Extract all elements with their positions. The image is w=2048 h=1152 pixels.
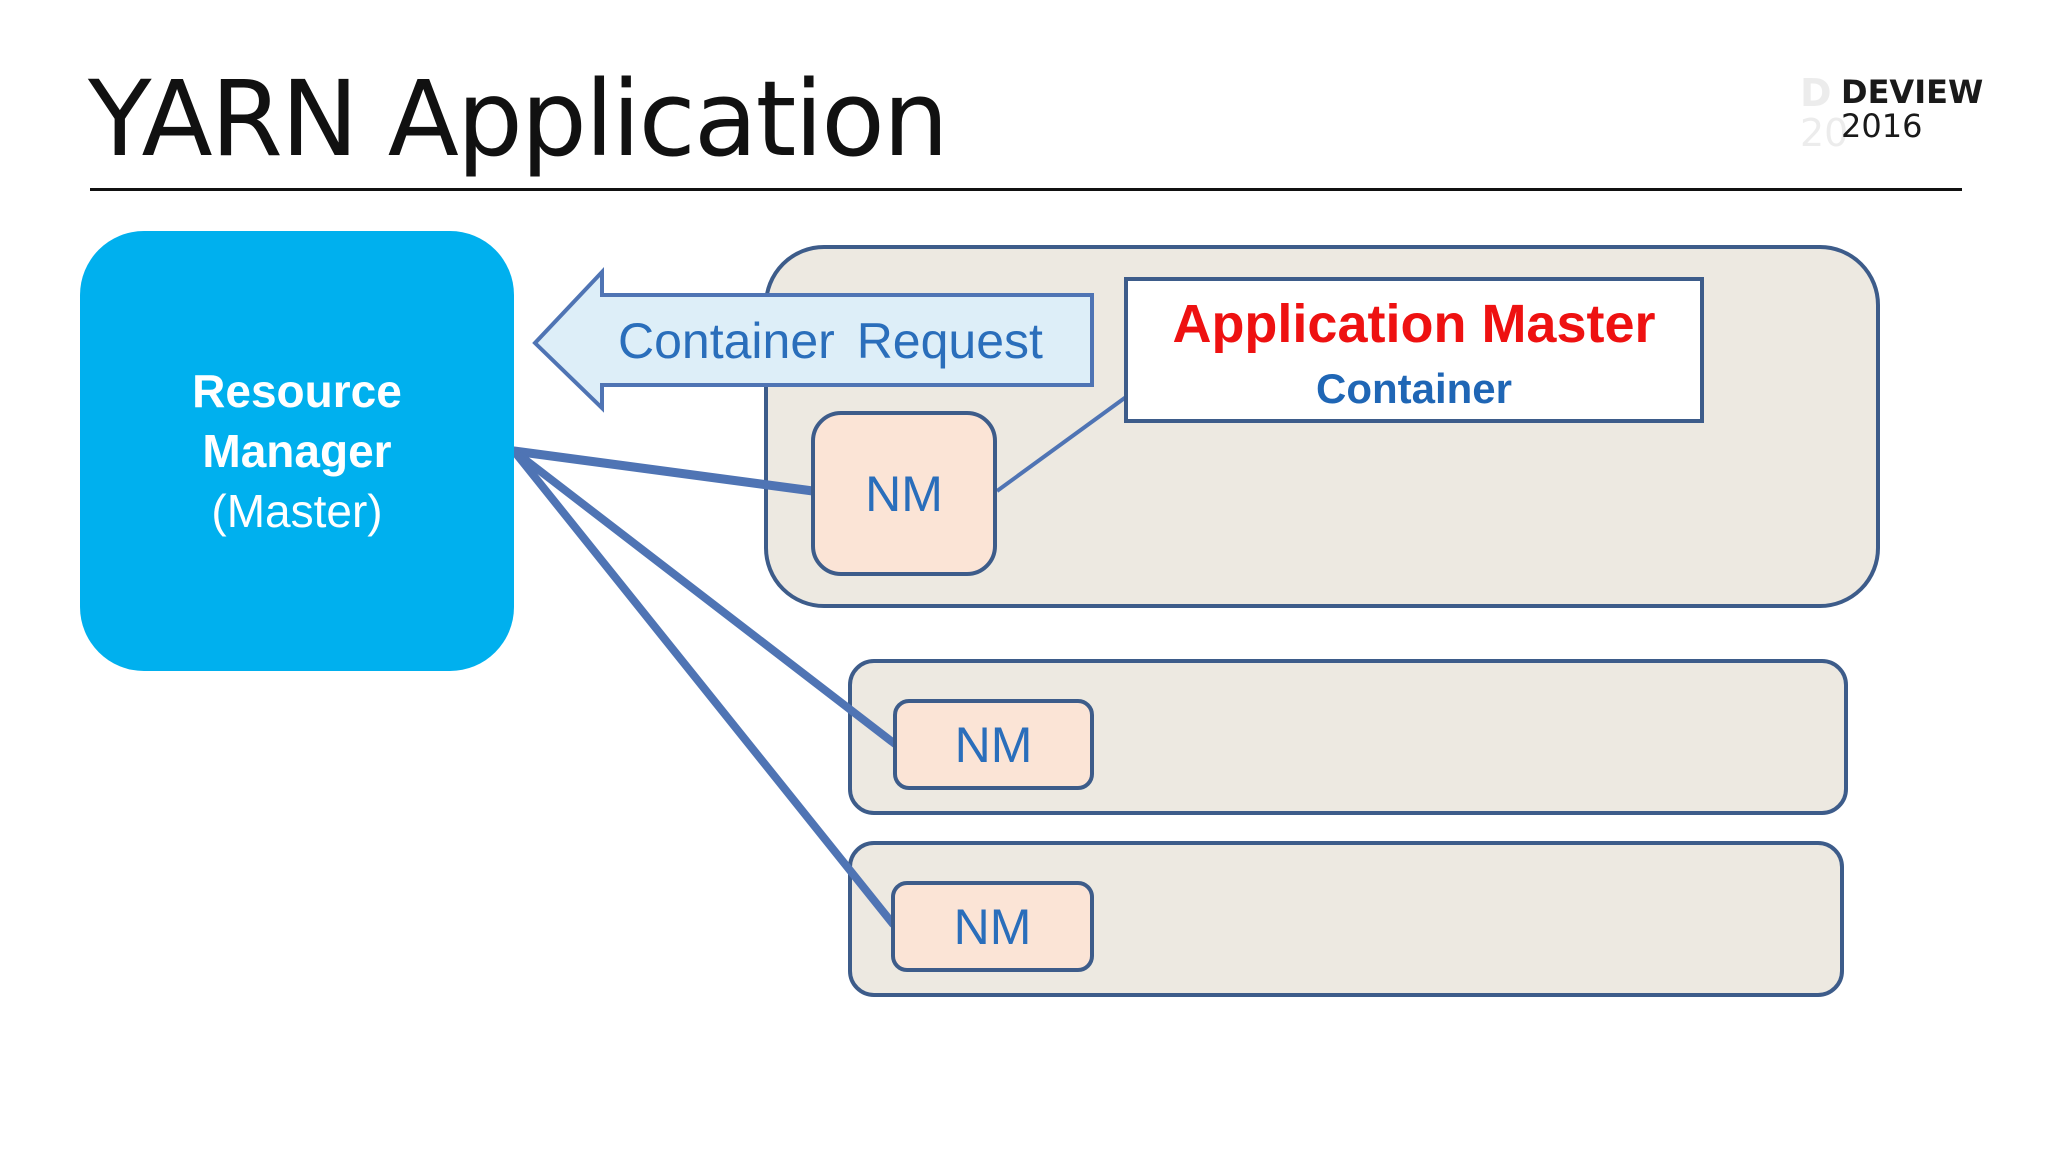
rm-label-line3: (Master) [211, 485, 383, 537]
node-manager-2: NM [893, 699, 1094, 790]
connector-nm1-am [995, 395, 1128, 493]
connector-rm-nm3 [510, 447, 897, 928]
node-manager-1: NM [811, 411, 997, 576]
deview-logo: D 20 DEVIEW 2016 [1800, 71, 1983, 162]
slide-title: YARN Application [88, 58, 949, 180]
logo-year: 2016 [1841, 107, 1923, 145]
rm-label-line1: Resource [192, 365, 402, 417]
application-master-subtitle: Container [1315, 365, 1512, 412]
logo-wordmark: DEVIEW [1841, 73, 1984, 111]
application-master-box: Application Master Container [1124, 277, 1704, 423]
logo-ghost-mark-2: 20 [1800, 111, 1849, 155]
connector-rm-nm1 [509, 446, 818, 496]
connector-rm-nm2 [510, 447, 899, 748]
container-request-arrow [532, 266, 1094, 413]
container-request-label: Container Request [618, 313, 1043, 369]
resource-manager-box: Resource Manager (Master) [80, 231, 514, 671]
title-divider [90, 188, 1962, 191]
node-manager-3: NM [891, 881, 1094, 972]
application-master-title: Application Master [1172, 294, 1656, 354]
rm-label-line2: Manager [202, 425, 392, 477]
logo-ghost-mark: D [1800, 71, 1832, 115]
